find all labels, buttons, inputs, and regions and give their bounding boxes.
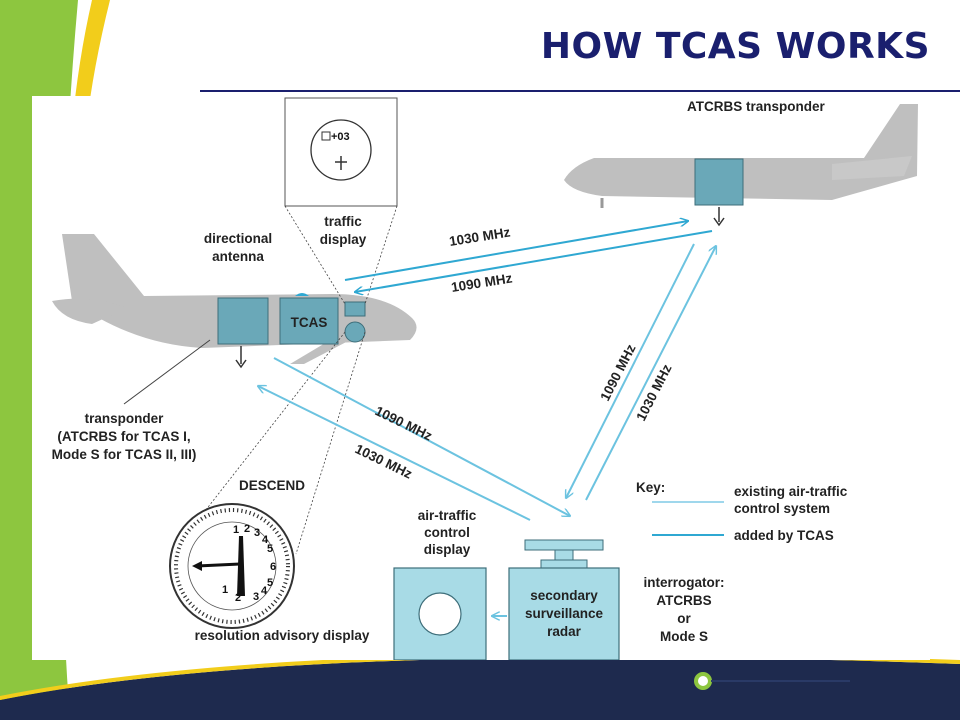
dial-number: 1 bbox=[222, 584, 228, 596]
traffic-target-icon bbox=[321, 131, 331, 141]
key-added-label: added by TCAS bbox=[734, 528, 834, 543]
radar-label-3: radar bbox=[547, 624, 582, 639]
key-title: Key: bbox=[636, 480, 665, 495]
dial-number: 3 bbox=[254, 527, 260, 539]
key-existing-label-2: control system bbox=[734, 501, 830, 516]
interrogator-label-4: Mode S bbox=[660, 629, 708, 644]
signal-1030-radar-to-transponder bbox=[273, 357, 570, 516]
traffic-display-label-2: display bbox=[320, 232, 367, 247]
resolution-advisory-dial: 1 2 3 4 5 6 5 4 3 2 1 bbox=[169, 503, 295, 629]
traffic-readout: +03 bbox=[331, 131, 350, 143]
atcrbs-transponder-label: ATCRBS transponder bbox=[687, 99, 826, 114]
tcas-label: TCAS bbox=[291, 315, 328, 330]
dial-number: 2 bbox=[244, 523, 250, 535]
signal-1030-radar-to-aircraft bbox=[585, 246, 716, 501]
atc-display-screen bbox=[418, 592, 462, 636]
transponder-label-3: Mode S for TCAS II, III) bbox=[52, 447, 197, 462]
radar-antenna-icon bbox=[524, 539, 604, 569]
tcas-unit-box bbox=[279, 297, 339, 345]
ra-display-unit bbox=[344, 321, 366, 343]
interrogator-label-3: or bbox=[677, 611, 691, 626]
dial-number: 5 bbox=[267, 543, 273, 555]
atcrbs-transponder-box bbox=[694, 158, 744, 206]
transponder-label-2: (ATCRBS for TCAS I, bbox=[57, 429, 190, 444]
key-existing-label-1: existing air-traffic bbox=[734, 484, 848, 499]
interrogator-label-1: interrogator: bbox=[644, 575, 725, 590]
own-aircraft-icon bbox=[335, 156, 347, 170]
dial-number: 4 bbox=[261, 585, 268, 597]
navy-footer-band bbox=[0, 657, 960, 720]
dial-number: 4 bbox=[262, 534, 269, 546]
dial-number: 1 bbox=[233, 524, 239, 536]
transponder-box bbox=[217, 297, 269, 345]
atc-display-label-1: air-traffic bbox=[418, 508, 477, 523]
tcas-aircraft: TCAS bbox=[52, 234, 417, 369]
dial-number: 3 bbox=[253, 591, 259, 603]
resolution-advisory-label: resolution advisory display bbox=[195, 628, 370, 643]
signal-1090-from-aircraft bbox=[355, 230, 713, 292]
interrogator-label-2: ATCRBS bbox=[656, 593, 711, 608]
down-arrow-icon bbox=[713, 217, 725, 227]
traffic-display-callout: +03 bbox=[284, 97, 398, 305]
ra-needle bbox=[196, 562, 241, 568]
signal-1030-to-aircraft bbox=[344, 221, 688, 281]
ra-indicator-bar bbox=[237, 536, 245, 596]
signal-1090-transponder-to-radar bbox=[258, 386, 531, 521]
radar-label-2: surveillance bbox=[525, 606, 604, 621]
radar-box bbox=[508, 567, 620, 660]
directional-antenna-icon bbox=[295, 293, 309, 296]
tcas-diagram: TCAS ATCRBS transponder +03 traffic disp… bbox=[32, 96, 930, 660]
atcrbs-aircraft bbox=[564, 104, 918, 227]
descend-label: DESCEND bbox=[239, 478, 305, 493]
page-title: HOW TCAS WORKS bbox=[540, 26, 930, 67]
atc-display-label-3: display bbox=[424, 542, 471, 557]
transponder-label-1: transponder bbox=[85, 411, 165, 426]
radar-label-1: secondary bbox=[530, 588, 598, 603]
directional-antenna-label-2: antenna bbox=[212, 249, 264, 264]
traffic-display-label-1: traffic bbox=[324, 214, 362, 229]
directional-antenna-label-1: directional bbox=[204, 231, 272, 246]
traffic-display-unit bbox=[344, 301, 366, 317]
signal-1090-aircraft-to-radar bbox=[566, 243, 695, 498]
dial-number: 6 bbox=[270, 561, 276, 573]
footer-bullet-icon bbox=[694, 672, 712, 690]
down-arrow-icon bbox=[235, 359, 247, 369]
dial-number: 5 bbox=[267, 577, 273, 589]
atc-display-label-2: control bbox=[424, 525, 470, 540]
dial-number: 2 bbox=[235, 592, 241, 604]
